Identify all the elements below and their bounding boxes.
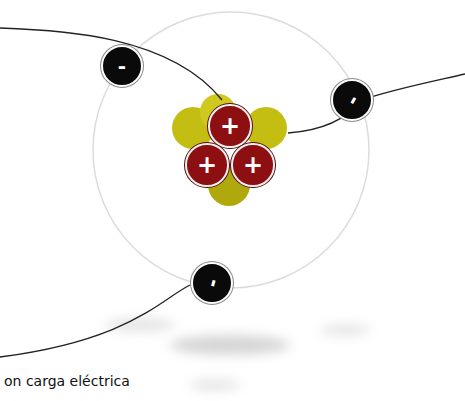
proton-circle: + (208, 104, 251, 147)
charge-sign: + (220, 114, 240, 138)
orbit (93, 12, 369, 288)
charge-sign: + (197, 153, 217, 177)
caption-fragment: on carga eléctrica (4, 373, 130, 389)
electron-circle: - (331, 79, 373, 121)
proton-circle: + (185, 143, 228, 186)
charge-sign: - (118, 56, 126, 76)
charge-sign: + (243, 153, 263, 177)
leader-lines (0, 28, 465, 357)
electron-circle: - (101, 45, 143, 87)
charge-sign: - (341, 91, 362, 108)
shadow (105, 319, 370, 390)
neutrons (172, 94, 287, 206)
charge-sign: - (201, 276, 222, 289)
proton-circle: + (231, 143, 274, 186)
electron-circle: - (191, 262, 233, 304)
